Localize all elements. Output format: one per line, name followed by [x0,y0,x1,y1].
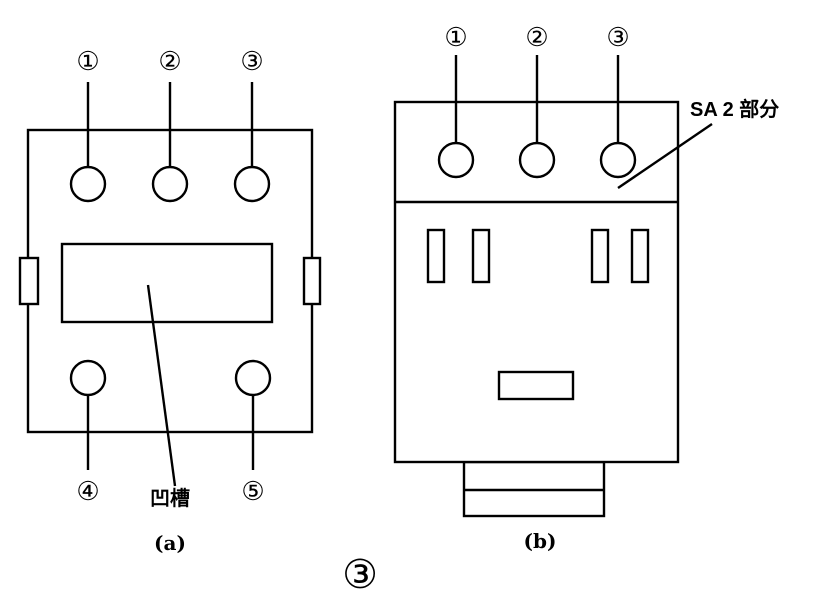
terminal-b-3 [599,141,637,179]
figure-number: ③ [342,552,378,598]
terminal-a-2-label: ② [158,47,181,77]
terminal-a-3-label: ③ [240,47,263,77]
terminal-a-4 [69,359,107,397]
terminal-a-1-label: ① [76,47,99,77]
terminal-b-1-label: ① [444,23,467,53]
device-a: ① ② ③ ④ ⑤ 凹槽 (a) [18,47,322,555]
terminal-a-2 [151,165,189,203]
caption-b: (b) [524,529,557,553]
device-a-window [60,242,274,324]
device-b: ① ② ③ SA 2 部分 (b) [393,23,779,553]
caption-a: (a) [154,531,186,555]
terminal-a-5-label: ⑤ [241,477,264,507]
sa2-leader-line [617,123,713,189]
device-a-right-clip [302,256,322,306]
terminal-a-5 [234,359,272,397]
terminal-b-2 [518,141,556,179]
terminal-b-1 [437,141,475,179]
terminal-b-2-label: ② [525,23,548,53]
slot-4 [630,228,650,284]
groove-leader-line [146,284,177,487]
sa2-section-label: SA 2 部分 [690,97,779,121]
terminal-a-4-label: ④ [76,477,99,507]
terminal-b-3-label: ③ [606,23,629,53]
slot-3 [590,228,610,284]
slot-2 [471,228,491,284]
groove-label: 凹槽 [150,486,190,510]
slot-1 [426,228,446,284]
terminal-a-1 [69,165,107,203]
device-b-window [497,370,575,401]
device-a-left-clip [18,256,40,306]
terminal-a-3 [233,165,271,203]
